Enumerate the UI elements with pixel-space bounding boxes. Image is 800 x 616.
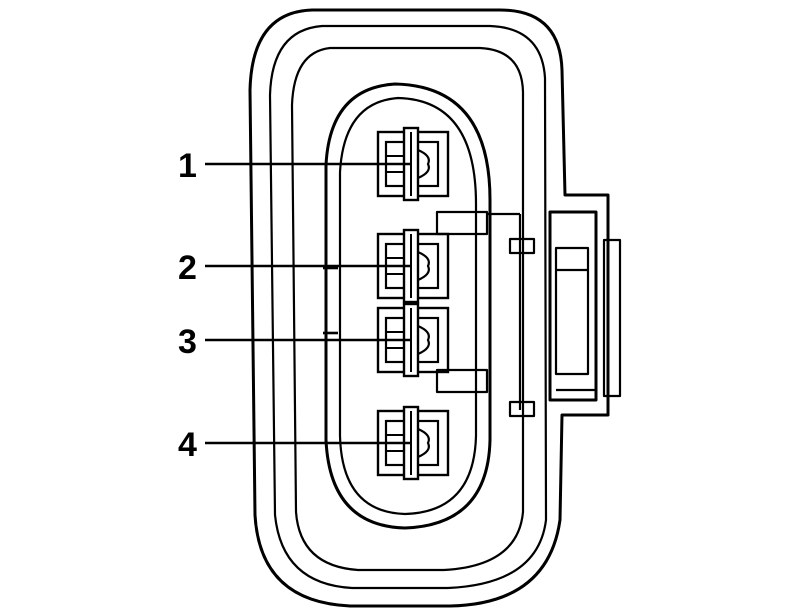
latch-tab-lower [435,368,489,394]
pin-cavity-inner [338,96,478,516]
pin-3-terminal [376,302,450,378]
connector-housing-inner [268,24,548,590]
pin-1-contact-spring [417,148,430,180]
pin-4-contact-spring [417,427,430,459]
locking-lug-inner [554,246,590,376]
pin-1-label: 1 [178,147,197,185]
pin-2-label: 2 [178,249,197,287]
latch-nub-upper [508,237,536,255]
latch-nub-lower [508,400,536,418]
connector-seal-outer [290,46,525,572]
latch-tab-upper [435,210,489,236]
pin-3-label: 3 [178,323,197,361]
pin-cavity [324,82,492,530]
pin-3-contact-spring [417,324,430,356]
pin-4-label: 4 [178,426,197,464]
locking-lug [548,210,598,402]
locking-lug-ridge [602,238,622,398]
connector-housing-outer [248,8,610,608]
pin-2-contact-spring [417,250,430,282]
